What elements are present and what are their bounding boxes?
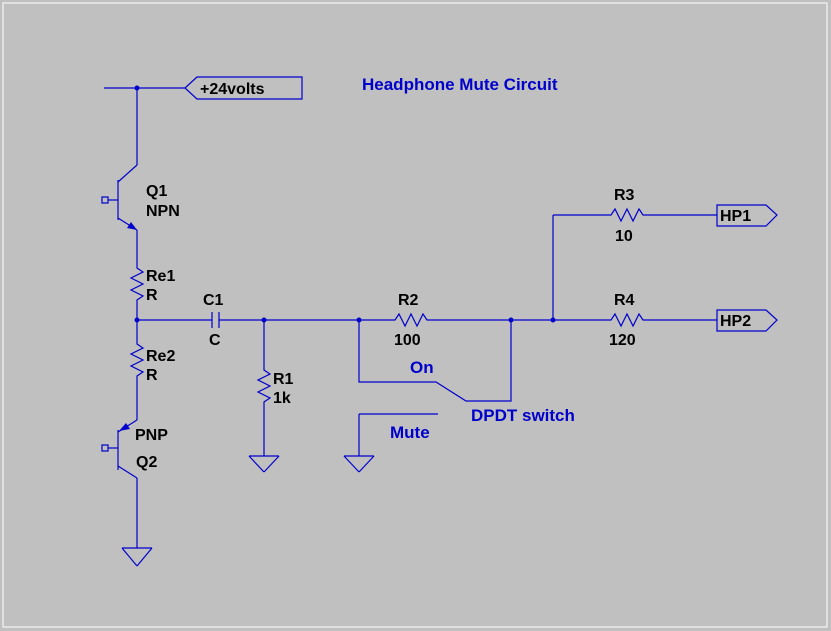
r1-value: 1k — [273, 390, 291, 407]
transistor-q1: Q1 NPN — [101, 88, 180, 262]
hp1-label: HP1 — [720, 208, 751, 225]
supply-port-flag — [184, 76, 303, 100]
r3-name: R3 — [614, 187, 635, 204]
hp2-label: HP2 — [720, 313, 751, 330]
diagram-title: Headphone Mute Circuit — [362, 75, 558, 94]
re1-name: Re1 — [146, 268, 175, 285]
r3-value: 10 — [615, 228, 633, 245]
re2-value: R — [146, 367, 158, 384]
ground-symbol-r1 — [248, 455, 280, 473]
r2-name: R2 — [398, 292, 419, 309]
re2-name: Re2 — [146, 348, 175, 365]
q2-type: PNP — [135, 427, 168, 444]
resistor-r4: R4 120 — [553, 292, 717, 349]
r4-value: 120 — [609, 332, 636, 349]
resistor-re2: Re2 R — [129, 320, 175, 410]
resistor-r1: R1 1k — [256, 320, 294, 456]
re1-value: R — [146, 287, 158, 304]
r2-value: 100 — [394, 332, 421, 349]
c1-name: C1 — [203, 292, 224, 309]
switch-on-label: On — [410, 358, 434, 377]
r1-name: R1 — [273, 371, 294, 388]
q1-name: Q1 — [146, 183, 167, 200]
resistor-re1: Re1 R — [129, 262, 175, 320]
supply-label: +24volts — [200, 81, 265, 98]
ground-symbol-mute — [343, 455, 375, 473]
ground-symbol-q2 — [121, 547, 153, 567]
dpdt-switch: On DPDT switch Mute — [358, 320, 575, 456]
r4-name: R4 — [614, 292, 635, 309]
c1-value: C — [209, 332, 221, 349]
resistor-r3: R3 10 — [553, 187, 717, 245]
resistor-r2: R2 100 — [359, 292, 511, 349]
transistor-q2: PNP Q2 — [101, 410, 168, 548]
switch-label: DPDT switch — [471, 406, 575, 425]
switch-mute-label: Mute — [390, 423, 430, 442]
q2-name: Q2 — [136, 454, 157, 471]
supply-net: +24volts — [104, 76, 303, 100]
capacitor-c1: C1 C — [137, 292, 359, 349]
q1-type: NPN — [146, 203, 180, 220]
output-port-hp1: HP1 — [716, 204, 778, 227]
output-port-hp2: HP2 — [716, 309, 778, 332]
